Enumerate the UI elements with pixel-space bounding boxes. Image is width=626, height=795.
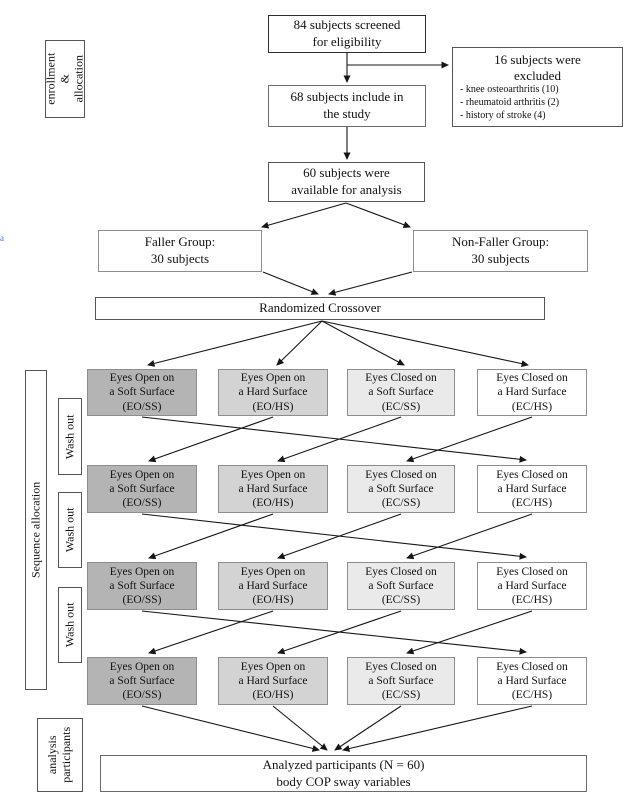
stage-label-text: analysis participants [45, 727, 74, 783]
stage-label-enrollment-allocation: enrollment & allocation [43, 40, 85, 118]
condition-box-eo-hs: Eyes Open on a Hard Surface (EO/HS) [218, 465, 328, 513]
condition-box-eo-ss: Eyes Open on a Soft Surface (EO/SS) [87, 369, 197, 416]
condition-box-eo-ss: Eyes Open on a Soft Surface (EO/SS) [87, 562, 197, 610]
condition-box-ec-ss: Eyes Closed on a Soft Surface (EC/SS) [347, 562, 455, 610]
stage-label-text: Sequence allocation [28, 481, 43, 579]
condition-box-ec-ss: Eyes Closed on a Soft Surface (EC/SS) [347, 465, 455, 513]
wash-out-label-2: Wash out [58, 492, 82, 568]
wash-out-text: Wash out [62, 507, 77, 553]
included-box: 68 subjects include in the study [268, 85, 426, 127]
condition-box-ec-hs: Eyes Closed on a Hard Surface (EC/HS) [477, 562, 587, 610]
condition-box-ec-hs: Eyes Closed on a Hard Surface (EC/HS) [477, 657, 587, 705]
condition-box-eo-hs: Eyes Open on a Hard Surface (EO/HS) [218, 562, 328, 610]
condition-box-ec-hs: Eyes Closed on a Hard Surface (EC/HS) [477, 369, 587, 416]
condition-box-ec-hs: Eyes Closed on a Hard Surface (EC/HS) [477, 465, 587, 513]
stage-label-sequence-allocation: Sequence allocation [25, 370, 47, 690]
stage-label-text: enrollment & allocation [43, 53, 85, 105]
condition-box-eo-hs: Eyes Open on a Hard Surface (EO/HS) [218, 369, 328, 416]
margin-artifact: a [0, 233, 4, 243]
wash-out-label-1: Wash out [58, 398, 82, 475]
stage-label-analysis-participants: analysis participants [37, 718, 83, 792]
faller-group-box: Faller Group: 30 subjects [98, 230, 262, 272]
non-faller-group-box: Non-Faller Group: 30 subjects [413, 230, 588, 272]
condition-box-ec-ss: Eyes Closed on a Soft Surface (EC/SS) [347, 657, 455, 705]
randomized-crossover-box: Randomized Crossover [95, 297, 545, 320]
wash-out-text: Wash out [62, 414, 77, 459]
excluded-title: 16 subjects were excluded [494, 52, 581, 83]
condition-box-eo-ss: Eyes Open on a Soft Surface (EO/SS) [87, 465, 197, 513]
screened-box: 84 subjects screened for eligibility [268, 15, 426, 53]
available-for-analysis-box: 60 subjects were available for analysis [268, 162, 425, 202]
excluded-box: 16 subjects were excluded - knee osteoar… [452, 47, 623, 127]
condition-box-ec-ss: Eyes Closed on a Soft Surface (EC/SS) [347, 369, 455, 416]
condition-box-eo-hs: Eyes Open on a Hard Surface (EO/HS) [218, 657, 328, 705]
wash-out-label-3: Wash out [58, 587, 82, 663]
condition-box-eo-ss: Eyes Open on a Soft Surface (EO/SS) [87, 657, 197, 705]
wash-out-text: Wash out [62, 602, 77, 648]
analyzed-participants-box: Analyzed participants (N = 60) body COP … [100, 755, 587, 792]
excluded-reasons-list: - knee osteoarthritis (10) - rheumatoid … [460, 84, 560, 122]
